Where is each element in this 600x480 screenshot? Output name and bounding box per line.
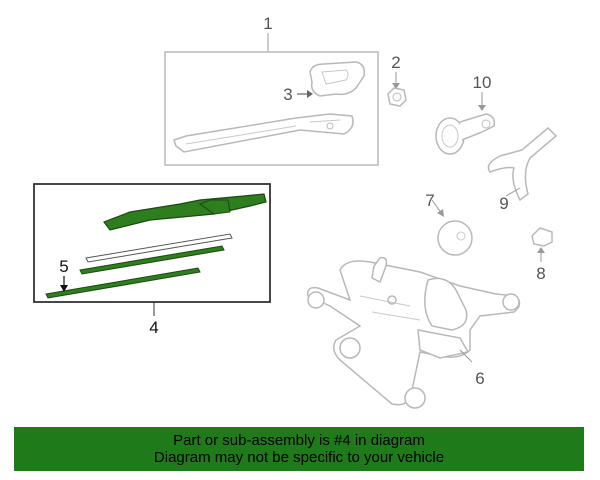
callout-9: 9	[499, 194, 508, 213]
blade-insert	[45, 267, 201, 299]
wiper-blade	[103, 193, 267, 231]
blade-strip-upper	[79, 245, 225, 275]
banner-line-2: Diagram may not be specific to your vehi…	[153, 449, 445, 466]
callout-2: 2	[391, 53, 400, 72]
info-banner: Part or sub-assembly is #4 in diagram Di…	[14, 427, 584, 471]
wiper-arm	[173, 113, 354, 153]
callout-10: 10	[473, 73, 492, 92]
blade-refill	[85, 233, 233, 263]
callout-6: 6	[475, 369, 484, 388]
callout-7: 7	[425, 191, 434, 210]
callout-8: 8	[536, 264, 545, 283]
callout-4: 4	[149, 318, 158, 337]
callout-1: 1	[263, 14, 272, 33]
grommet-part	[435, 92, 496, 155]
arm-cover-cap	[309, 61, 366, 97]
cap-part	[431, 199, 473, 256]
hose-part	[487, 126, 558, 202]
clip-part	[531, 227, 553, 262]
callout-5: 5	[59, 257, 68, 276]
banner-line-1: Part or sub-assembly is #4 in diagram	[173, 432, 425, 449]
wiper-arm-group	[164, 33, 379, 166]
motor-assembly	[306, 256, 521, 409]
callout-3: 3	[283, 85, 292, 104]
wiper-blade-box	[33, 183, 271, 303]
wiper-blade-group	[33, 183, 271, 316]
wiper-arm-box	[164, 51, 379, 166]
nut-part	[387, 72, 407, 107]
parts-diagram: 1 2 3 4 5 6 7 8 9 10	[33, 14, 558, 409]
